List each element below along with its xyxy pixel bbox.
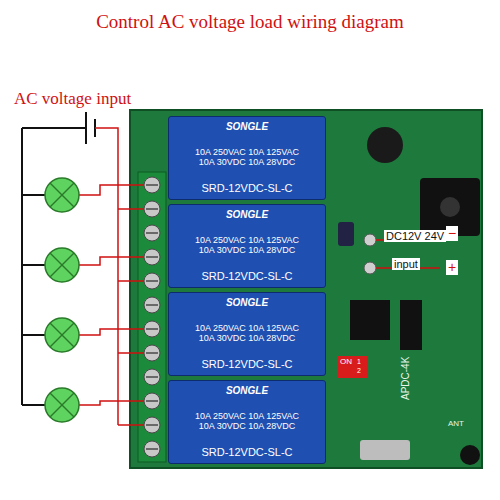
wire (95, 128, 118, 425)
dc-jack-hole (440, 197, 460, 217)
relay-rating: 10A 250VAC 10A 125VAC 10A 30VDC 10A 28VD… (187, 235, 307, 256)
wire (22, 194, 45, 196)
power-terminal (364, 262, 376, 274)
lamp-cross (50, 253, 74, 277)
board-label: APDC-4K (400, 357, 411, 400)
screw-slot (146, 184, 158, 186)
capacitor (338, 222, 354, 246)
relay-rating: 10A 250VAC 10A 125VAC 10A 30VDC 10A 28VD… (187, 147, 307, 168)
terminal-screw (144, 273, 160, 289)
buzzer (367, 127, 403, 163)
relay-rating: 10A 250VAC 10A 125VAC 10A 30VDC 10A 28VD… (187, 411, 307, 432)
dip-switch (338, 356, 368, 378)
terminal-screw (144, 345, 160, 361)
terminal-screw (144, 297, 160, 313)
screw-slot (146, 304, 158, 306)
terminal-screws (144, 177, 160, 457)
lamp-cross (50, 323, 74, 347)
board-label: 2 (357, 367, 361, 375)
screw-slot (146, 280, 158, 282)
relay-box: SONGLE 10A 250VAC 10A 125VAC 10A 30VDC 10… (168, 204, 326, 288)
lamp-cross (50, 183, 74, 207)
relay-brand: SONGLE (226, 121, 268, 133)
wire (118, 280, 144, 282)
relay-box: SONGLE 10A 250VAC 10A 125VAC 10A 30VDC 10… (168, 292, 326, 376)
wire (22, 404, 45, 406)
relay-brand: SONGLE (226, 209, 268, 221)
lamp-cross (50, 393, 74, 417)
crystal (360, 440, 410, 460)
screw-slot (146, 208, 158, 210)
terminal-screw (144, 441, 160, 457)
lamp-cross (50, 323, 74, 347)
board-label: ANT (448, 420, 464, 429)
terminal-screw (144, 201, 160, 217)
terminal-screw (144, 417, 160, 433)
wire (79, 329, 144, 335)
relay-rating: 10A 250VAC 10A 125VAC 10A 30VDC 10A 28VD… (187, 323, 307, 344)
lamp-cross (50, 183, 74, 207)
screw-slot (146, 256, 158, 258)
board-label: DC12V 24V (384, 230, 446, 242)
relay-brand: SONGLE (226, 385, 268, 397)
screw-slot (146, 424, 158, 426)
screw-slot (146, 448, 158, 450)
screw-slot (146, 328, 158, 330)
wire (22, 127, 86, 129)
relay-model: SRD-12VDC-SL-C (201, 358, 292, 371)
pcb-board (130, 110, 482, 468)
wire (79, 401, 144, 405)
terminal-screw (144, 369, 160, 385)
screw-slot (146, 376, 158, 378)
relay-model: SRD-12VDC-SL-C (201, 182, 292, 195)
wire (79, 185, 144, 195)
relay-box: SONGLE 10A 250VAC 10A 125VAC 10A 30VDC 10… (168, 116, 326, 200)
ic-chip (400, 300, 422, 350)
lamp-cross (50, 393, 74, 417)
lamp-symbol (45, 388, 79, 422)
wire (118, 352, 144, 354)
board-label: + (446, 260, 458, 275)
wire (79, 257, 144, 265)
source-plate (85, 112, 87, 144)
screw-slot (146, 352, 158, 354)
board-label: input (392, 258, 420, 270)
lamps (22, 178, 144, 425)
diagram-title: Control AC voltage load wiring diagram (0, 12, 500, 33)
power-terminal (364, 234, 376, 246)
terminal-screw (144, 393, 160, 409)
lamp-cross (50, 253, 74, 277)
lamp-symbol (45, 248, 79, 282)
lamp-symbol (45, 318, 79, 352)
screw-slot (146, 232, 158, 234)
wire (118, 208, 144, 210)
board-label: AC voltage input (14, 90, 131, 109)
board-label: ON (340, 358, 352, 367)
wire (21, 128, 23, 405)
ic-chip (350, 300, 390, 340)
antenna (460, 445, 480, 465)
terminal-screw (144, 249, 160, 265)
terminal-screw (144, 225, 160, 241)
relay-model: SRD-12VDC-SL-C (201, 446, 292, 459)
relay-box: SONGLE 10A 250VAC 10A 125VAC 10A 30VDC 10… (168, 380, 326, 464)
board-label: 1 (357, 358, 361, 366)
terminal-screw (144, 177, 160, 193)
wire (118, 424, 144, 426)
wire (22, 264, 45, 266)
screw-slot (146, 400, 158, 402)
terminal-screw (144, 321, 160, 337)
board-label: − (446, 226, 458, 241)
relay-model: SRD-12VDC-SL-C (201, 270, 292, 283)
wire (22, 334, 45, 336)
terminal-block (138, 172, 166, 462)
relay-brand: SONGLE (226, 297, 268, 309)
lamp-symbol (45, 178, 79, 212)
